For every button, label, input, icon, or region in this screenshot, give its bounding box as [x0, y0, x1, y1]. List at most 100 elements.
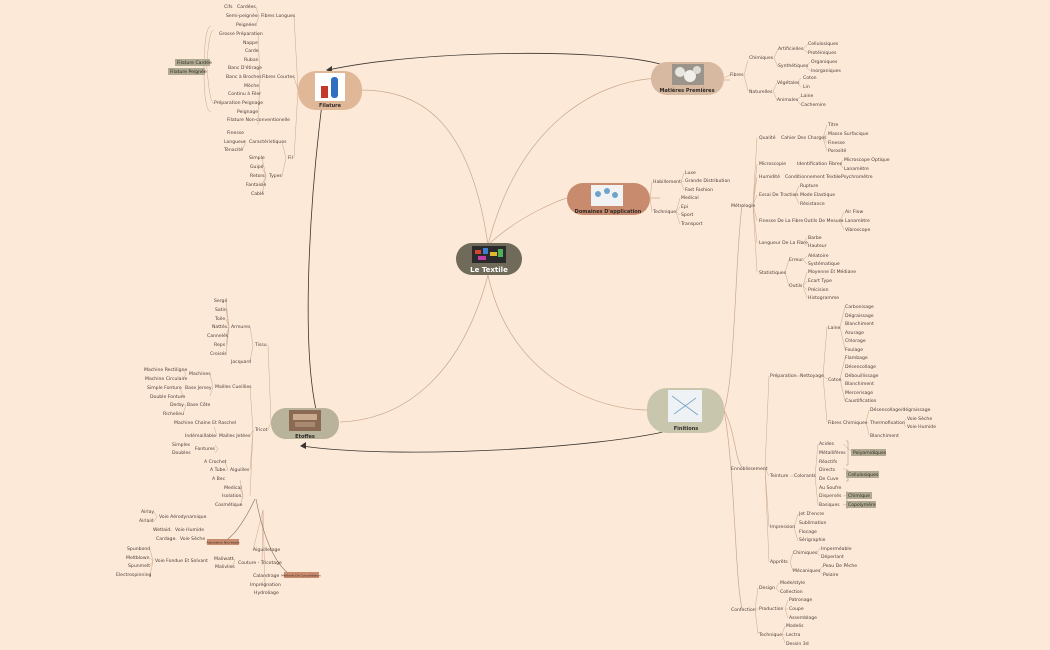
node-impermeable: Imperméable	[821, 545, 852, 552]
domaines-image	[591, 185, 623, 206]
branch-etoffes[interactable]: Etoffes	[271, 408, 339, 440]
node-semi-peignee: Semi-peignée	[226, 12, 258, 19]
node-electrospinning: Electrospinning	[116, 572, 152, 578]
node-spunmelt: Spunmelt	[128, 563, 150, 569]
ennoblissement-subtree	[764, 306, 907, 576]
node-grosse-preparation: Grosse Préparation	[219, 30, 263, 37]
node-jacquard: Jacquard	[230, 359, 251, 365]
node-retors: Retors	[250, 173, 265, 179]
node-finesse-de-la-fibre: Finesse De La Fibre	[759, 218, 803, 224]
node-production: Production	[759, 606, 784, 612]
node-longueur: Longueur	[224, 139, 246, 145]
node-cellulosiques: Cellulosiques	[808, 41, 839, 47]
node-fibres-chimiques: Fibres Chimiques	[828, 420, 868, 426]
node-hauteur: Hauteur	[808, 243, 827, 249]
node-isolation: Isolation	[222, 493, 242, 499]
matieres-subtree	[723, 43, 811, 106]
center-title: Le Textile	[470, 266, 508, 274]
node-mercerisage: Mercerisage	[845, 390, 873, 396]
node-acides: Acides	[819, 441, 835, 447]
node-caustification: Caustification	[845, 398, 877, 404]
node-machine-circulaire: Machine Circulaire	[145, 376, 188, 382]
connector-filature	[359, 89, 489, 246]
node-preparation: Préparation	[770, 372, 797, 379]
node-armures: Armures	[231, 324, 251, 330]
node-continu-a-filer: Continu à Filer	[228, 90, 261, 97]
node-foulage: Foulage	[845, 347, 863, 353]
node-toile: Toile	[214, 316, 225, 322]
node-canneles: Cannelés	[207, 332, 229, 339]
node-jet-d-encre: Jet D'encre	[798, 511, 824, 517]
node-reactifs: Réactifs	[819, 458, 838, 465]
node-aiguilletage: Aiguilletage	[253, 547, 280, 553]
node-desencollage-degraissage: Désencollage/dégraissage	[870, 406, 931, 413]
node-simple: Simple	[249, 155, 265, 161]
node-flocage: Flocage	[799, 529, 817, 535]
node-coupe: Coupe	[789, 606, 804, 612]
node-tricot: Tricot	[254, 427, 268, 433]
node-malivlies: Malivlies	[215, 564, 235, 570]
connector-metrologie	[723, 204, 743, 411]
center-node[interactable]: Le Textile	[456, 243, 522, 275]
node-apprets: Apprêts	[770, 558, 788, 565]
node-a-crochet: A Crochet	[204, 459, 227, 465]
node-vegetales: Végétales	[777, 79, 800, 86]
branch-domaines[interactable]: Domaines D'application	[567, 183, 650, 215]
arrow-finitions-etoffes	[301, 429, 673, 453]
node-voie-aerodynamique: Voie Aérodynamique	[159, 513, 207, 520]
node-aiguilles: Aiguilles	[230, 467, 250, 473]
filature-highlights	[168, 59, 210, 75]
node-resistance: Résistance	[800, 200, 825, 207]
node-outils: Outils	[789, 283, 803, 289]
node-vibroscope: Vibroscope	[845, 227, 870, 233]
node-chlorage: Chlorage	[845, 338, 866, 344]
etoffes-image	[289, 410, 321, 431]
domaines-labels: Habillement Luxe Grande Distribution Fas…	[652, 170, 730, 227]
node-fibres-longues: Fibres Longues	[261, 13, 296, 19]
connector-ennoblissement	[723, 409, 743, 468]
node-naturelles: Naturelles	[749, 89, 773, 95]
node-caracteristiques: Caractéristiques	[249, 138, 287, 145]
node-doubles: Doubles	[172, 450, 191, 456]
node-assemblage: Assemblage	[789, 615, 817, 621]
node-simple-fonture: Simple Fonture	[147, 385, 182, 391]
node-fantaisie: Fantaisie	[246, 182, 267, 188]
node-aleatoire: Aléatoire	[808, 252, 829, 259]
node-cosmetique: Cosmétique	[215, 501, 243, 508]
tag-methode-consolidation: Méthode De Consolidation	[281, 574, 321, 578]
node-confection: Confection	[731, 607, 756, 613]
node-carde: Carde	[245, 48, 259, 54]
connector-matieres	[487, 77, 661, 246]
node-richelieu: Richelieu	[163, 411, 184, 417]
node-mailles-cueillies: Mailles Cueillies	[215, 384, 252, 390]
node-fontures: Fontures	[195, 446, 216, 452]
branch-matieres[interactable]: Matières Premières	[651, 62, 724, 95]
node-colorants: Colorants	[794, 473, 817, 479]
arrow-heads	[300, 66, 332, 449]
node-chimiques: Chimiques	[749, 55, 774, 61]
node-derby: Derby	[170, 402, 184, 408]
node-modelis: Modelis	[786, 623, 804, 629]
node-fast-fashion: Fast Fashion	[685, 187, 713, 193]
node-de-cuve: De Cuve	[819, 476, 839, 482]
arrow-matieres-filature	[327, 52, 661, 71]
node-patronage: Patronage	[789, 597, 812, 603]
node-banc-a-broches: Banc à Broches	[226, 73, 262, 80]
node-moyenne-mediane: Moyenne Et Médiane	[808, 268, 856, 275]
node-chimiques-apprets: Chimiques	[793, 550, 818, 556]
node-habillement: Habillement	[653, 179, 681, 185]
branch-matieres-label: Matières Premières	[659, 87, 714, 94]
branch-domaines-label: Domaines D'application	[575, 209, 642, 215]
node-carbonisage: Carbonisage	[845, 304, 874, 310]
node-histogramme: Histogramme	[808, 295, 839, 301]
branch-filature-label: Filature	[319, 103, 342, 109]
node-metalliferes: Métallifères	[819, 449, 846, 456]
node-types: Types	[268, 173, 283, 179]
branch-filature[interactable]: Filature	[298, 71, 362, 110]
branch-finitions[interactable]: Finitions	[647, 388, 724, 433]
node-polaire: Polaire	[823, 572, 839, 578]
node-barbe: Barbe	[808, 235, 822, 241]
connector-domaines	[487, 197, 568, 246]
node-transport: Transport	[680, 221, 703, 227]
